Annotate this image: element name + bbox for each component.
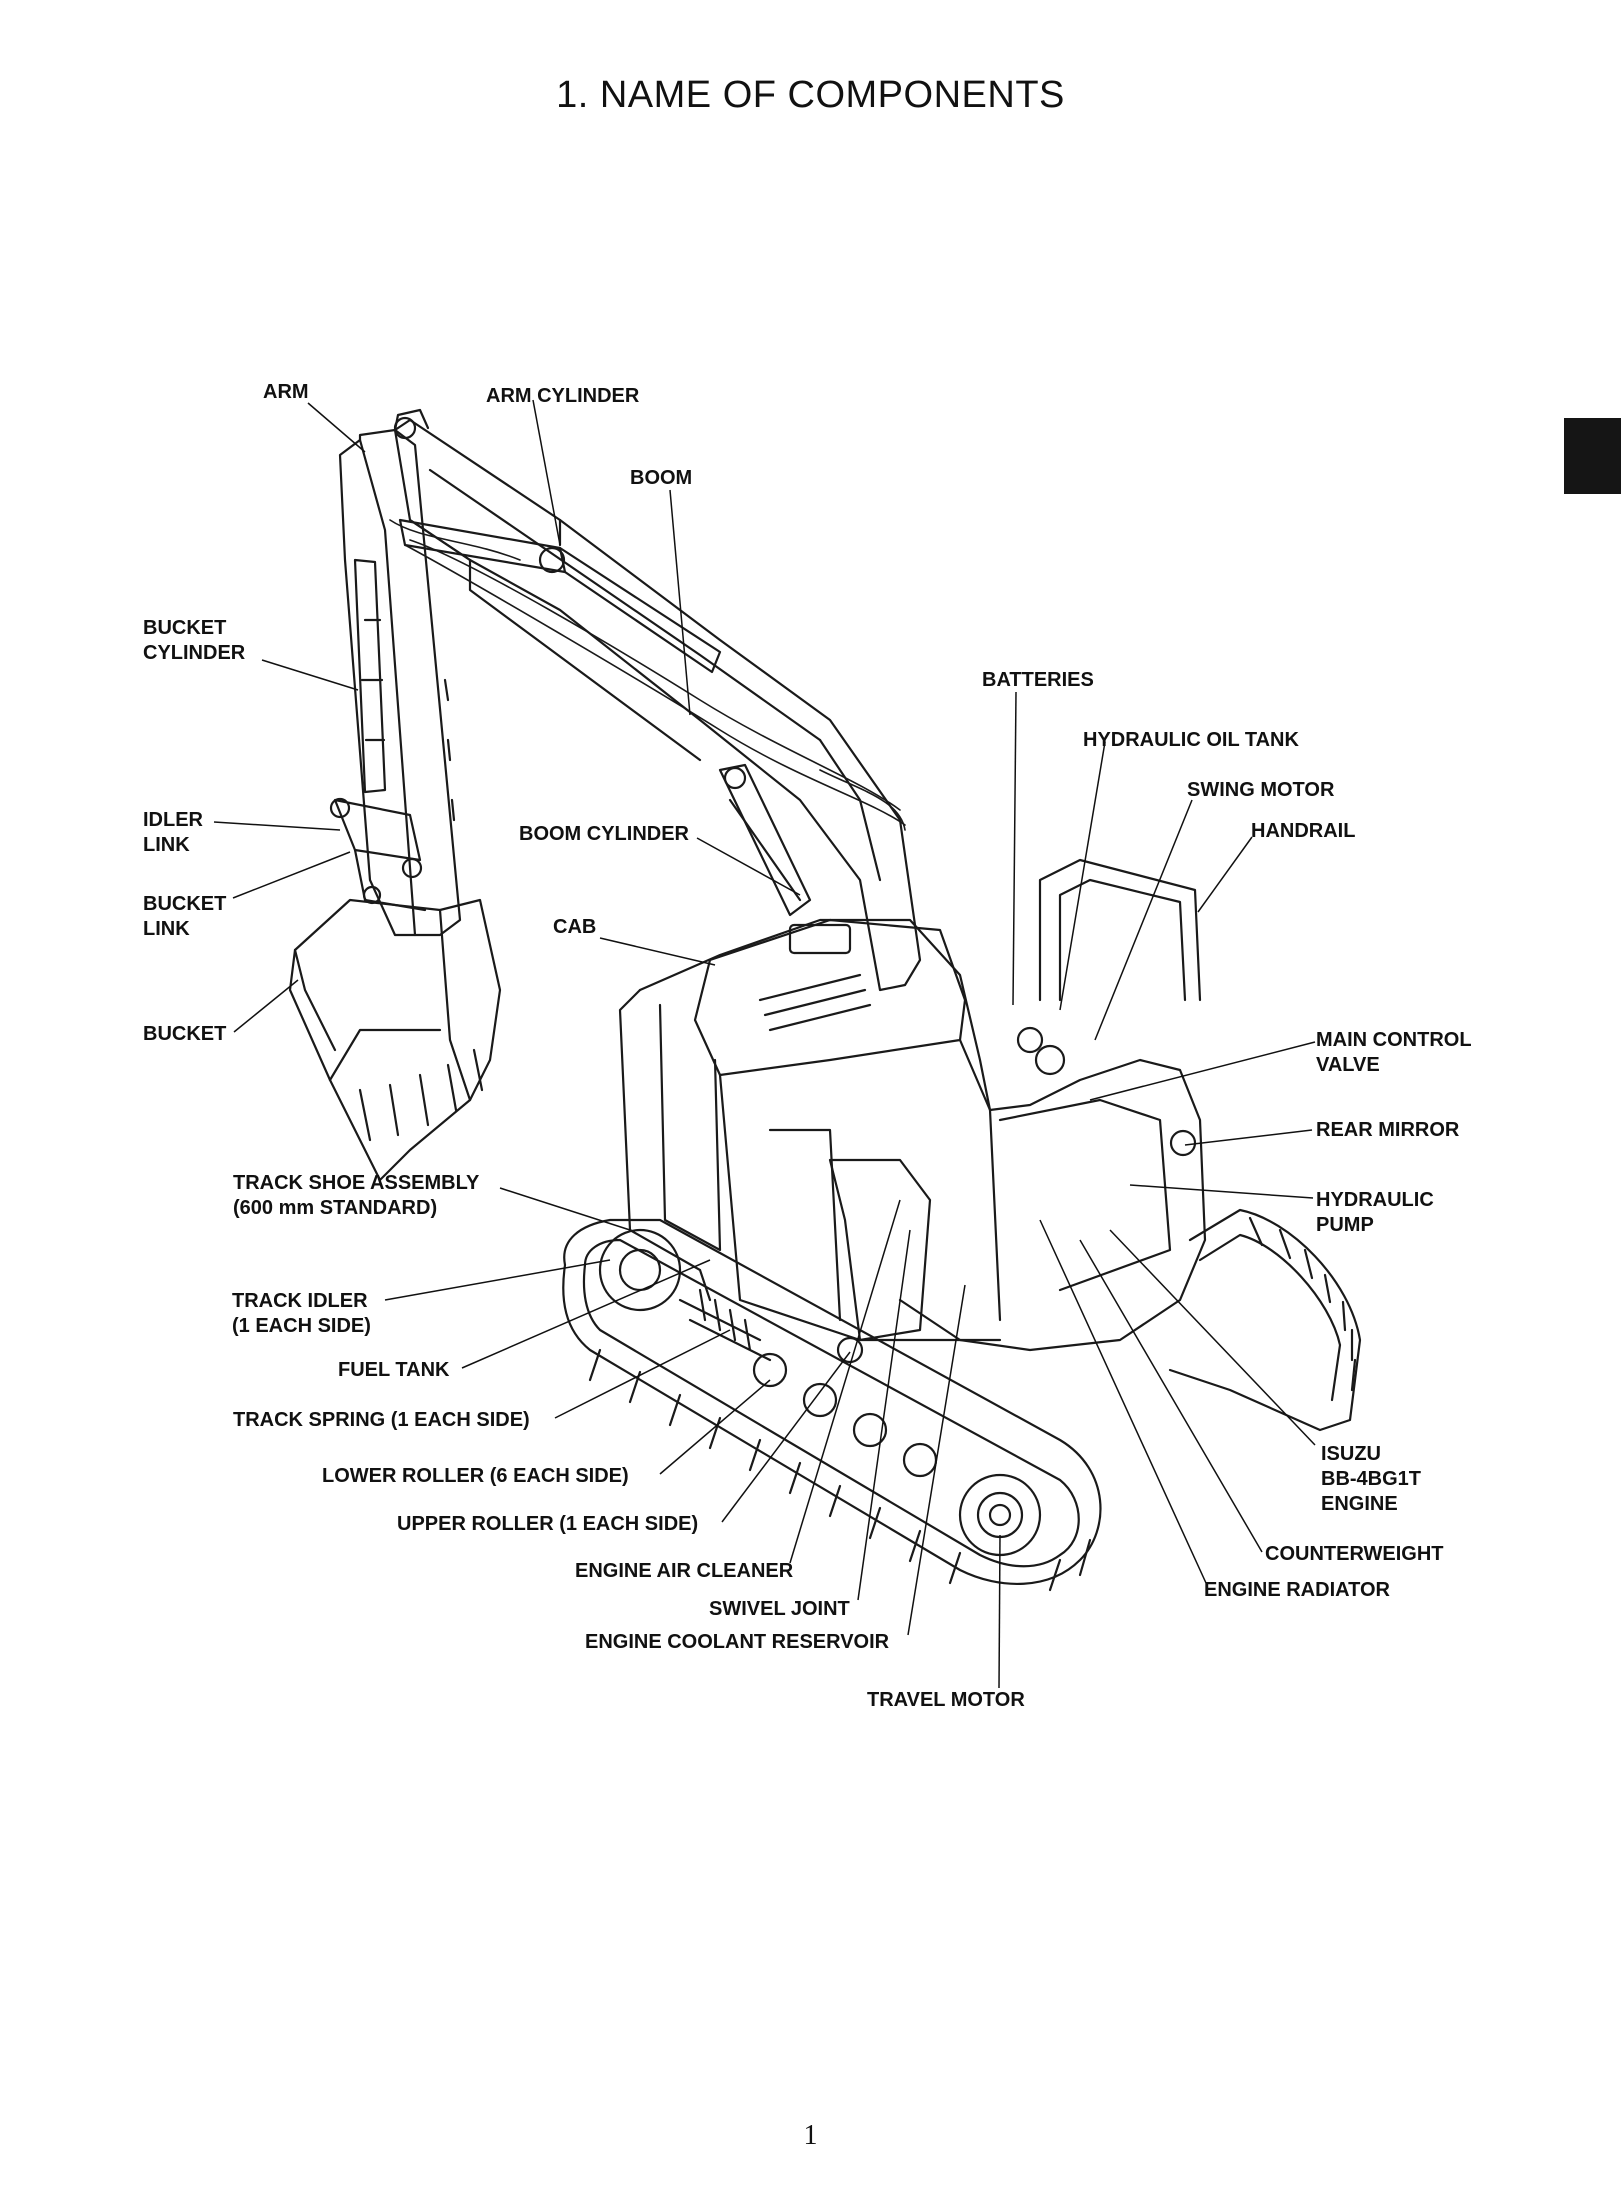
label-track-shoe-assembly: TRACK SHOE ASSEMBLY (600 mm STANDARD) xyxy=(233,1172,480,1219)
label-swivel-joint: SWIVEL JOINT xyxy=(709,1598,850,1620)
leader-swivel-joint xyxy=(857,1229,911,1601)
leader-lower-roller xyxy=(659,1379,771,1475)
boom-cylinder-drawing xyxy=(718,763,812,917)
label-isuzu-engine: ISUZU BB-4BG1T ENGINE xyxy=(1321,1443,1422,1515)
label-fuel-tank: FUEL TANK xyxy=(338,1359,450,1381)
leader-boom xyxy=(669,489,691,716)
handrail-drawing xyxy=(1038,858,1202,1002)
leader-arm xyxy=(307,402,366,453)
label-boom-cylinder: BOOM CYLINDER xyxy=(519,823,689,845)
leader-boom-cylinder xyxy=(696,837,801,896)
leader-rear-mirror xyxy=(1184,1129,1313,1146)
page-title: 1. NAME OF COMPONENTS xyxy=(556,74,1065,116)
label-boom: BOOM xyxy=(630,467,693,489)
leader-upper-roller xyxy=(721,1351,851,1523)
boom-drawing xyxy=(393,418,922,992)
leader-engine-radiator xyxy=(1039,1219,1207,1584)
label-hydraulic-oil-tank: HYDRAULIC OIL TANK xyxy=(1083,729,1299,751)
label-engine-radiator: ENGINE RADIATOR xyxy=(1204,1579,1390,1601)
leader-main-control-valve xyxy=(1089,1041,1316,1101)
leader-batteries xyxy=(1012,691,1017,1006)
arm-cylinder-drawing xyxy=(398,518,722,674)
leader-swing-motor xyxy=(1094,799,1193,1041)
upper-structure-drawing xyxy=(618,918,1207,1352)
leader-lines xyxy=(213,399,1316,1689)
leader-cab xyxy=(599,937,716,966)
hoses-drawing xyxy=(389,519,906,831)
leader-engine-coolant-reservoir xyxy=(907,1284,966,1636)
label-main-control-valve: MAIN CONTROL VALVE xyxy=(1316,1029,1472,1076)
label-bucket-link: BUCKET LINK xyxy=(143,893,227,940)
label-counterweight: COUNTERWEIGHT xyxy=(1265,1543,1444,1565)
label-upper-roller: UPPER ROLLER (1 EACH SIDE) xyxy=(397,1513,699,1535)
leader-track-idler xyxy=(384,1259,611,1301)
label-lower-roller: LOWER ROLLER (6 EACH SIDE) xyxy=(322,1465,629,1487)
label-engine-air-cleaner: ENGINE AIR CLEANER xyxy=(575,1560,794,1582)
leader-hydraulic-oil-tank xyxy=(1059,741,1106,1011)
label-handrail: HANDRAIL xyxy=(1251,820,1356,842)
bucket-drawing xyxy=(288,898,502,1182)
label-track-idler: TRACK IDLER (1 EACH SIDE) xyxy=(232,1290,371,1337)
label-idler-link: IDLER LINK xyxy=(143,809,203,856)
label-rear-mirror: REAR MIRROR xyxy=(1316,1119,1460,1141)
label-engine-coolant-reservoir: ENGINE COOLANT RESERVOIR xyxy=(585,1631,890,1653)
label-travel-motor: TRAVEL MOTOR xyxy=(867,1689,1025,1711)
label-cab: CAB xyxy=(553,916,597,938)
leader-bucket xyxy=(233,979,299,1033)
leader-travel-motor xyxy=(998,1534,1001,1689)
label-swing-motor: SWING MOTOR xyxy=(1187,779,1335,801)
leader-bucket-link xyxy=(232,851,351,899)
leader-hydraulic-pump xyxy=(1129,1184,1314,1199)
bucket-cylinder-drawing xyxy=(353,558,387,794)
label-batteries: BATTERIES xyxy=(982,669,1094,691)
leader-handrail xyxy=(1197,836,1253,913)
label-bucket-cylinder: BUCKET CYLINDER xyxy=(143,617,246,664)
leader-arm-cylinder xyxy=(532,399,561,546)
label-arm-cylinder: ARM CYLINDER xyxy=(486,385,640,407)
section-tab-marker xyxy=(1564,418,1621,494)
leader-isuzu-engine xyxy=(1109,1229,1316,1446)
leader-fuel-tank xyxy=(461,1259,711,1369)
leader-bucket-cylinder xyxy=(261,659,359,691)
leader-idler-link xyxy=(213,821,341,831)
label-arm: ARM xyxy=(263,381,309,403)
label-hydraulic-pump: HYDRAULIC PUMP xyxy=(1316,1189,1434,1236)
leader-track-shoe-assembly xyxy=(499,1187,631,1231)
label-bucket: BUCKET xyxy=(143,1023,227,1045)
label-track-spring: TRACK SPRING (1 EACH SIDE) xyxy=(233,1409,530,1431)
page-number: 1 xyxy=(803,2120,818,2151)
arm-drawing xyxy=(338,408,462,937)
leader-track-spring xyxy=(554,1329,731,1419)
leader-counterweight xyxy=(1079,1239,1263,1553)
leader-engine-air-cleaner xyxy=(789,1199,901,1564)
